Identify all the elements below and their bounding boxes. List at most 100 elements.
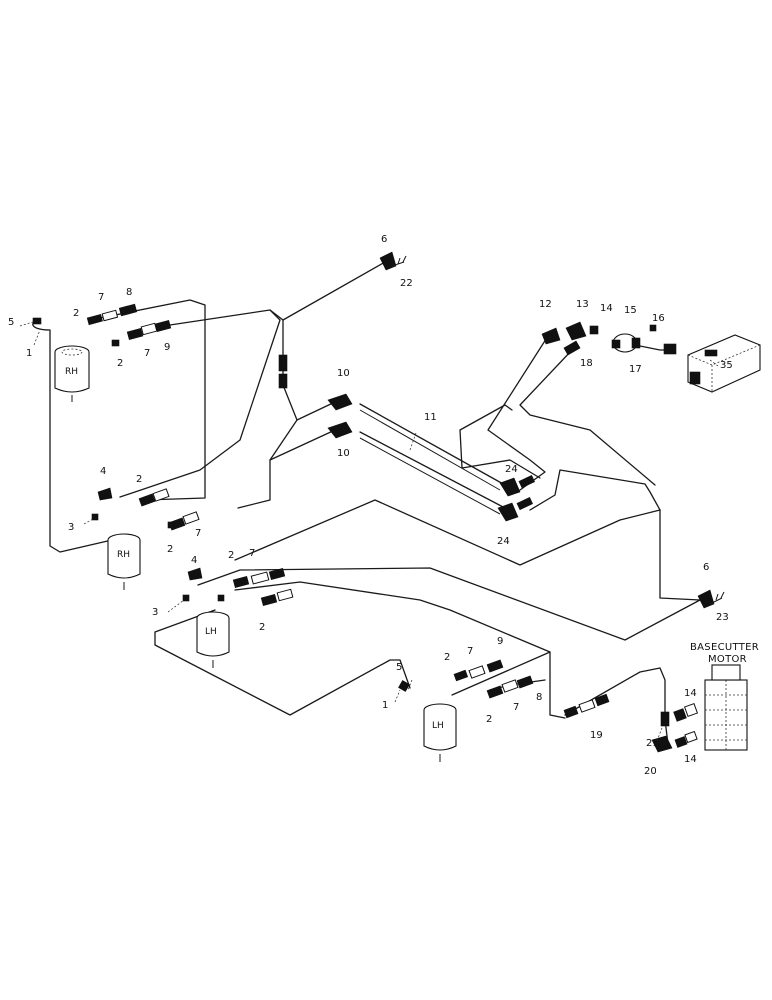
fitting <box>126 327 144 341</box>
tank-lh-bottom: LH <box>423 703 457 762</box>
hose-lh-bottom-upper <box>451 651 551 696</box>
motor-title-line2: MOTOR <box>708 654 747 665</box>
fitting <box>154 319 172 333</box>
tube-11-lower-b <box>359 437 501 515</box>
hose-24-to-12 <box>487 335 549 491</box>
callout-2: 2 <box>136 474 142 485</box>
callout-9: 9 <box>497 636 503 647</box>
fittings <box>32 251 725 753</box>
hose-rh-top-to-elbow <box>99 299 206 501</box>
fitting <box>111 339 120 347</box>
fitting <box>278 373 288 389</box>
callout-17: 17 <box>629 364 642 375</box>
callout-6: 6 <box>703 562 709 573</box>
tank-label: RH <box>117 550 130 560</box>
callout-labels: 5 1 2 7 8 2 7 9 6 22 10 10 11 24 24 12 1… <box>8 234 733 777</box>
callout-21: 21 <box>646 738 659 749</box>
tank-label: RH <box>65 367 78 377</box>
basecutter-motor: BASECUTTER MOTOR <box>690 642 759 751</box>
callout-24: 24 <box>497 536 510 547</box>
callout-35: 35 <box>720 360 733 371</box>
fitting-13 <box>565 321 587 341</box>
callout-15: 15 <box>624 305 637 316</box>
callout-7: 7 <box>513 702 519 713</box>
callout-7: 7 <box>195 528 201 539</box>
callout-8: 8 <box>536 692 542 703</box>
callout-19: 19 <box>590 730 603 741</box>
motor-body <box>704 679 748 751</box>
callout-13: 13 <box>576 299 589 310</box>
callout-10: 10 <box>337 368 350 379</box>
callout-22: 22 <box>400 278 413 289</box>
callout-2: 2 <box>167 544 173 555</box>
hose-to-elbow-10-upper <box>296 401 336 421</box>
callout-2: 2 <box>444 652 450 663</box>
hose-to-elbow-10-lower <box>269 429 336 461</box>
tee-24-upper <box>499 477 521 497</box>
callout-2: 2 <box>486 714 492 725</box>
callout-8: 8 <box>126 287 132 298</box>
callout-7: 7 <box>467 646 473 657</box>
fitting-17 <box>663 343 677 355</box>
tube-11-upper <box>359 403 506 486</box>
callout-4: 4 <box>100 466 106 477</box>
hose-lh-loop <box>154 609 411 716</box>
tank-rh-top: RH <box>54 345 90 402</box>
tank-label: LH <box>205 627 217 637</box>
hose-18-route <box>519 349 656 486</box>
fitting <box>32 317 42 325</box>
callout-5: 5 <box>8 317 14 328</box>
hose-to-tee-6-upper <box>237 309 298 509</box>
fitting <box>101 309 119 322</box>
fitting <box>140 322 158 336</box>
callout-1: 1 <box>26 348 32 359</box>
callout-5: 5 <box>396 662 402 673</box>
callout-2: 2 <box>228 550 234 561</box>
callout-20: 20 <box>644 766 657 777</box>
callout-10: 10 <box>337 448 350 459</box>
fitting-4-lower <box>187 567 203 581</box>
hose-lower-route <box>197 567 701 641</box>
fitting-4-upper <box>97 487 113 501</box>
hose-to-19 <box>564 667 666 721</box>
valve-block-35 <box>687 334 761 393</box>
hose-24-to-18 <box>529 469 701 601</box>
callout-12: 12 <box>539 299 552 310</box>
elbow-20 <box>651 735 673 753</box>
elbow-10-upper <box>327 393 353 411</box>
callout-2: 2 <box>117 358 123 369</box>
callout-3: 3 <box>152 607 158 618</box>
tee-6-upper <box>379 251 397 271</box>
callout-6: 6 <box>381 234 387 245</box>
callout-24: 24 <box>505 464 518 475</box>
callout-2: 2 <box>73 308 79 319</box>
tee-24-lower <box>497 502 519 522</box>
callout-23: 23 <box>716 612 729 623</box>
tube-11-upper-b <box>359 409 501 491</box>
callout-18: 18 <box>580 358 593 369</box>
callout-16: 16 <box>652 313 665 324</box>
fitting-12 <box>541 327 561 345</box>
callout-1: 1 <box>382 700 388 711</box>
callout-7: 7 <box>144 348 150 359</box>
hose-large-loop <box>459 404 541 479</box>
callout-3: 3 <box>68 522 74 533</box>
tee-6-lower <box>697 589 715 609</box>
motor-title-line1: BASECUTTER <box>690 642 759 653</box>
callout-9: 9 <box>164 342 170 353</box>
hose-to-right-up <box>282 261 386 321</box>
hose-lh-mid-up <box>234 581 566 719</box>
tube-11-lower <box>359 431 506 509</box>
fitting <box>278 354 288 372</box>
tank-lh-mid: LH <box>196 611 230 668</box>
fitting <box>118 303 138 317</box>
tank-label: LH <box>432 721 444 731</box>
leader-lines <box>19 321 719 742</box>
fitting-16 <box>649 324 657 332</box>
tank-rh-mid: RH <box>107 533 141 590</box>
callout-14: 14 <box>684 688 697 699</box>
hose-central-route <box>234 499 661 566</box>
elbow-10-lower <box>327 421 353 439</box>
fitting <box>86 313 103 326</box>
